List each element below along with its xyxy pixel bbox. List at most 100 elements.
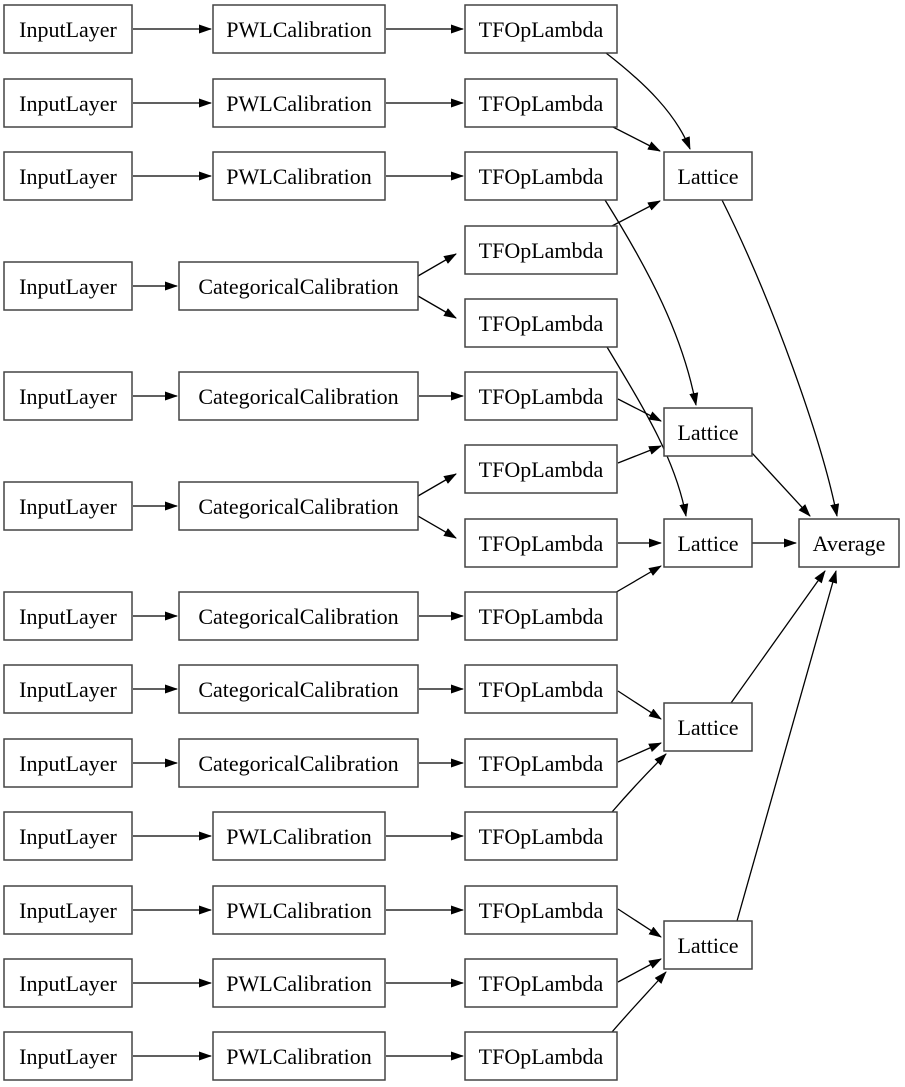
node-label: InputLayer xyxy=(19,17,117,42)
node-cal11: PWLCalibration xyxy=(212,885,386,935)
node-box xyxy=(3,811,133,861)
edge-cal4-tf4 xyxy=(417,253,457,277)
node-tf2: TFOpLambda xyxy=(464,78,618,128)
node-label: TFOpLambda xyxy=(479,531,604,556)
node-box xyxy=(663,407,753,457)
node-label: TFOpLambda xyxy=(479,164,604,189)
edge-tf10-lat4 xyxy=(617,690,662,720)
node-tf5: TFOpLambda xyxy=(464,298,618,348)
node-in10: InputLayer xyxy=(3,811,133,861)
node-lat5: Lattice xyxy=(663,920,753,970)
edge-tf12-lat4 xyxy=(611,753,667,813)
node-in11: InputLayer xyxy=(3,885,133,935)
node-box xyxy=(3,4,133,54)
node-box xyxy=(798,518,900,568)
node-cal10: PWLCalibration xyxy=(212,811,386,861)
node-label: TFOpLambda xyxy=(479,384,604,409)
node-label: InputLayer xyxy=(19,164,117,189)
node-tf13: TFOpLambda xyxy=(464,885,618,935)
node-label: TFOpLambda xyxy=(479,604,604,629)
node-box xyxy=(212,885,386,935)
node-cal5: CategoricalCalibration xyxy=(178,371,419,421)
edge-tf5-lat3 xyxy=(606,346,689,517)
node-box xyxy=(663,702,753,752)
node-label: TFOpLambda xyxy=(479,17,604,42)
node-in2: InputLayer xyxy=(3,78,133,128)
node-box xyxy=(178,591,419,641)
edge-tf3-lat2 xyxy=(604,199,699,406)
node-label: CategoricalCalibration xyxy=(198,384,398,409)
node-box xyxy=(464,225,618,275)
node-label: PWLCalibration xyxy=(226,971,371,996)
node-box xyxy=(3,664,133,714)
node-box xyxy=(464,811,618,861)
node-label: Lattice xyxy=(677,715,738,740)
node-label: CategoricalCalibration xyxy=(198,604,398,629)
node-label: CategoricalCalibration xyxy=(198,677,398,702)
node-cal8: CategoricalCalibration xyxy=(178,664,419,714)
node-cal1: PWLCalibration xyxy=(212,4,386,54)
node-box xyxy=(178,371,419,421)
node-label: InputLayer xyxy=(19,274,117,299)
node-label: PWLCalibration xyxy=(226,1044,371,1069)
node-box xyxy=(212,811,386,861)
edge-lat1-avg xyxy=(721,199,840,517)
edge-tf15-lat5 xyxy=(611,971,667,1033)
node-in1: InputLayer xyxy=(3,4,133,54)
node-box xyxy=(3,1031,133,1081)
node-label: InputLayer xyxy=(19,1044,117,1069)
node-label: Lattice xyxy=(677,531,738,556)
node-label: Lattice xyxy=(677,420,738,445)
node-box xyxy=(464,738,618,788)
edge-cal4-tf5 xyxy=(417,295,457,319)
edge-lat5-avg xyxy=(736,570,838,922)
node-box xyxy=(3,261,133,311)
edge-tf14-lat5 xyxy=(617,958,662,983)
node-cal3: PWLCalibration xyxy=(212,151,386,201)
node-box xyxy=(464,518,618,568)
node-box xyxy=(212,1031,386,1081)
node-box xyxy=(464,591,618,641)
node-label: InputLayer xyxy=(19,751,117,776)
node-label: TFOpLambda xyxy=(479,971,604,996)
edge-tf6-lat2 xyxy=(617,398,662,422)
node-label: TFOpLambda xyxy=(479,457,604,482)
node-lat1: Lattice xyxy=(663,151,753,201)
node-tf10: TFOpLambda xyxy=(464,664,618,714)
node-label: PWLCalibration xyxy=(226,898,371,923)
node-in4: InputLayer xyxy=(3,261,133,311)
node-cal13: PWLCalibration xyxy=(212,1031,386,1081)
edge-tf4-lat1 xyxy=(609,200,661,228)
node-tf14: TFOpLambda xyxy=(464,958,618,1008)
node-tf6: TFOpLambda xyxy=(464,371,618,421)
node-label: TFOpLambda xyxy=(479,1044,604,1069)
node-tf8: TFOpLambda xyxy=(464,518,618,568)
node-label: TFOpLambda xyxy=(479,751,604,776)
node-box xyxy=(3,958,133,1008)
edge-cal6-tf7 xyxy=(417,473,457,497)
node-label: CategoricalCalibration xyxy=(198,274,398,299)
node-box xyxy=(212,4,386,54)
node-label: InputLayer xyxy=(19,677,117,702)
node-cal12: PWLCalibration xyxy=(212,958,386,1008)
node-box xyxy=(663,920,753,970)
node-tf7: TFOpLambda xyxy=(464,444,618,494)
node-avg: Average xyxy=(798,518,900,568)
node-box xyxy=(212,78,386,128)
node-label: InputLayer xyxy=(19,898,117,923)
node-label: TFOpLambda xyxy=(479,238,604,263)
node-lat2: Lattice xyxy=(663,407,753,457)
node-box xyxy=(212,958,386,1008)
node-label: InputLayer xyxy=(19,604,117,629)
node-box xyxy=(663,151,753,201)
edge-tf11-lat4 xyxy=(617,742,662,763)
node-tf15: TFOpLambda xyxy=(464,1031,618,1081)
node-label: InputLayer xyxy=(19,494,117,519)
node-box xyxy=(3,371,133,421)
node-lat3: Lattice xyxy=(663,518,753,568)
node-cal2: PWLCalibration xyxy=(212,78,386,128)
node-label: PWLCalibration xyxy=(226,164,371,189)
node-label: InputLayer xyxy=(19,971,117,996)
edge-tf2-lat1 xyxy=(612,126,661,152)
node-in12: InputLayer xyxy=(3,958,133,1008)
